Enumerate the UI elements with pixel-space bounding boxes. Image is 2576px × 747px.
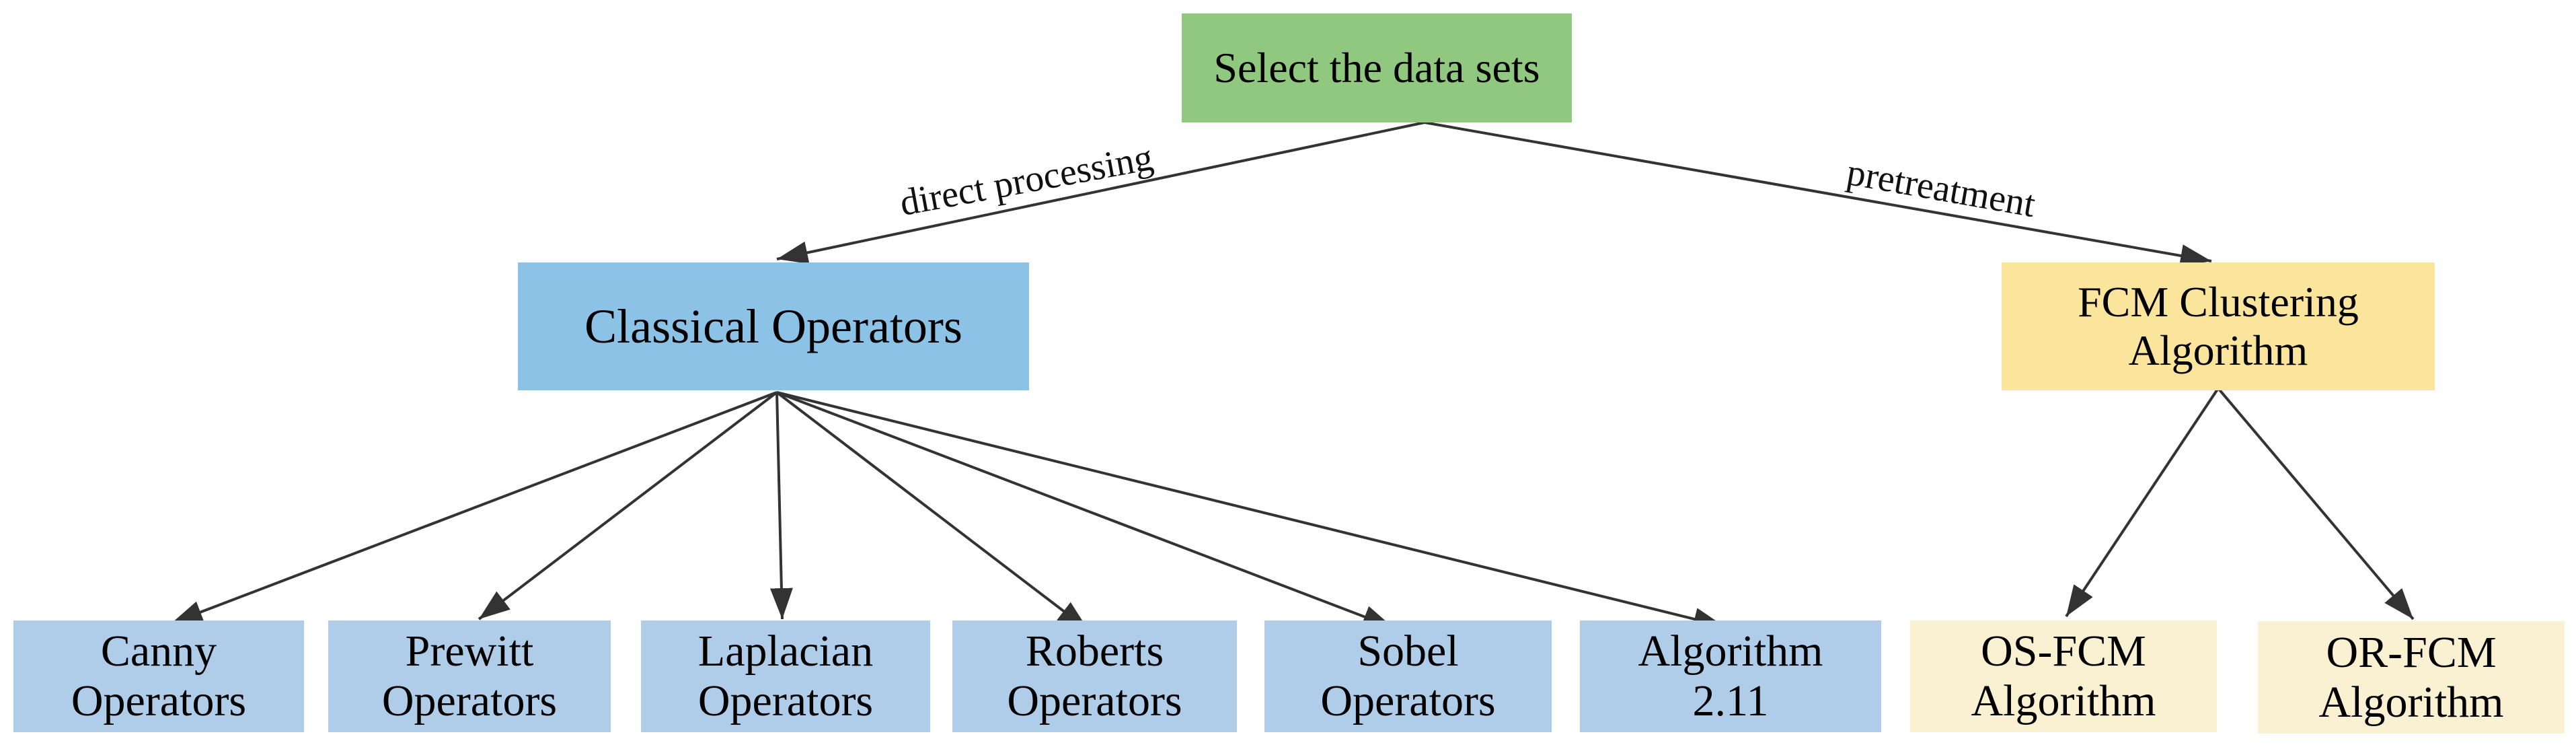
node-os-fcm-algorithm: OS-FCM Algorithm — [1910, 620, 2217, 732]
node-laplacian-operators: Laplacian Operators — [641, 620, 930, 732]
edge-classical-to-roberts — [775, 391, 1090, 631]
node-sobel-operators: Sobel Operators — [1264, 620, 1552, 732]
node-or-fcm-algorithm: OR-FCM Algorithm — [2258, 621, 2565, 734]
node-algorithm-2-11: Algorithm 2.11 — [1580, 620, 1881, 732]
edge-classical-to-sobel — [776, 391, 1394, 629]
node-roberts-operators: Roberts Operators — [952, 620, 1237, 732]
edge-classical-to-prewitt — [478, 391, 778, 620]
edge-select-to-fcm — [1424, 121, 2212, 267]
edge-classical-to-canny — [171, 391, 778, 625]
node-canny-operators: Canny Operators — [13, 620, 304, 732]
edge-fcm-to-osfcm — [2065, 387, 2220, 618]
node-classical-operators: Classical Operators — [518, 262, 1029, 390]
edge-classical-to-laplacian — [769, 392, 793, 620]
node-prewitt-operators: Prewitt Operators — [328, 620, 611, 732]
node-select-data-sets: Select the data sets — [1182, 13, 1572, 122]
edge-fcm-to-orfcm — [2217, 387, 2415, 620]
edge-select-to-classical — [776, 121, 1425, 264]
node-fcm-clustering-algorithm: FCM Clustering Algorithm — [2002, 262, 2435, 390]
edge-classical-to-algorithm211 — [776, 391, 1725, 631]
